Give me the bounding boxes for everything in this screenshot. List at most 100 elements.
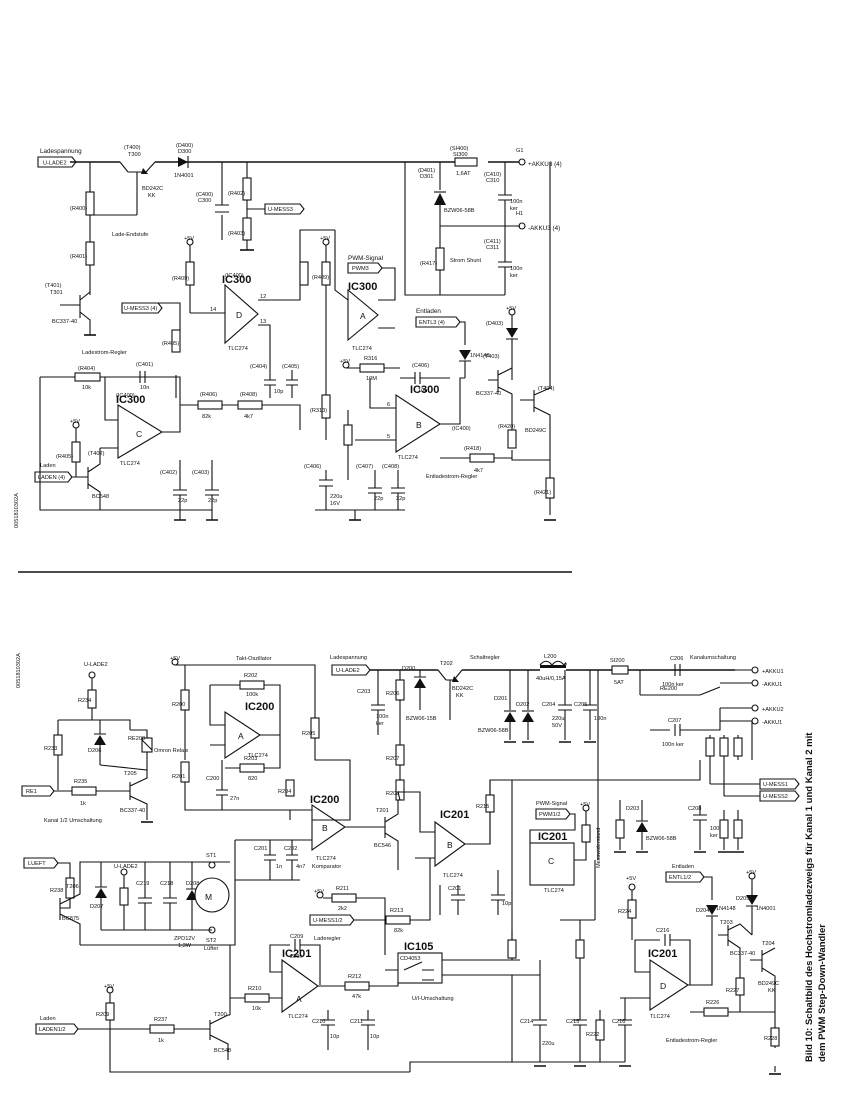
c404-val: 10p (274, 389, 283, 395)
c407-val: 22p (374, 496, 383, 502)
bc546-label: BC546 (374, 843, 391, 849)
akku2-plus: +AKKU2 (762, 707, 784, 713)
bc548-b-label: BC548 (214, 1048, 231, 1054)
u-lade2-port-b: U-LADE2 (336, 668, 360, 674)
messwiderstand-label: Messwiderstand (596, 828, 602, 868)
cd4053-label: CD4053 (400, 956, 421, 962)
r233-label: R233 (44, 746, 57, 752)
c210-label: C210 (312, 1019, 325, 1025)
ic201-b-name: B (447, 840, 453, 850)
r209-label: R209 (96, 1012, 109, 1018)
c402-val: 22p (178, 498, 187, 504)
plus5v-a: +5V (184, 236, 194, 242)
tlc274-f: TLC274 (316, 856, 336, 862)
u-mess2-port: U-MESS2 (763, 794, 788, 800)
ic300-a-title: IC300 (348, 281, 377, 293)
u-lade2-c: U-LADE2 (114, 864, 138, 870)
kanal-umschaltung-label: Kanal 1/2 Umschaltung (44, 818, 102, 824)
ic201-d-name: D (660, 981, 666, 991)
c215-label: C215 (566, 1019, 579, 1025)
c411-val: 100n (510, 266, 522, 272)
r421-label: (R421) (534, 490, 551, 496)
d204-label: D204 (696, 908, 709, 914)
r406-label: (R406) (200, 392, 217, 398)
r205-label: R205 (302, 731, 315, 737)
si200-val: 5AT (614, 680, 624, 686)
c214-val: 220u (542, 1041, 554, 1047)
r237-val: 1k (158, 1038, 164, 1044)
d203-label: D203 (626, 806, 639, 812)
u-mess3-port: U-MESS3 (268, 207, 293, 213)
l200-label: L200 (544, 654, 556, 660)
laden-b-label: Laden (40, 1016, 56, 1022)
schaltregler-label: Schaltregler (470, 655, 500, 661)
r212-val: 47k (352, 994, 361, 1000)
c300-label: C300 (198, 198, 211, 204)
bc875-label: BC875 (62, 916, 79, 922)
c401-label: (C401) (136, 362, 153, 368)
pin14: 14 (210, 307, 216, 313)
opamp-a-name: A (360, 311, 366, 321)
ic200-a-title: IC200 (245, 701, 274, 713)
kk-c-label: KK (768, 988, 776, 994)
c212-label: C201 (448, 886, 461, 892)
t400-label: (T400) (124, 145, 141, 151)
c202-label: C202 (284, 846, 297, 852)
r238-label: R238 (50, 888, 63, 894)
c211b-label: C216 (656, 928, 669, 934)
c209-label: C209 (290, 934, 303, 940)
pwm-signal-label: PWM-Signal (348, 255, 383, 262)
ic201-d-title: IC201 (648, 948, 677, 960)
r235-label: R235 (74, 779, 87, 785)
plus5v-h: +5V (314, 889, 324, 895)
u-lade2-b: U-LADE2 (84, 662, 108, 668)
r211-label: R211 (336, 886, 349, 892)
si300-label: SI300 (453, 152, 468, 158)
r237-label: R237 (154, 1017, 167, 1023)
bzw15-label: BZW06-15B (406, 716, 437, 722)
r404-val: 10k (82, 385, 91, 391)
bd249-b-label: BD249C (758, 981, 779, 987)
l200-val: 40uH/0,15A (536, 676, 566, 682)
ic201-b-title: IC201 (440, 809, 469, 821)
plus5v-f: +5V (170, 656, 180, 662)
c406-top-val: 10n (418, 388, 427, 394)
c410-ker: ker (510, 206, 518, 212)
kk-label: KK (148, 193, 156, 199)
akku3-plus-label: +AKKU3 (4) (528, 161, 562, 168)
lade-endstufe-label: Lade-Endstufe (112, 232, 148, 238)
r215-label: R215 (476, 804, 489, 810)
d201-label: D201 (494, 696, 507, 702)
omron-relais-label: Omron Relais (154, 748, 188, 754)
si-val-label: 1,6AT (456, 171, 471, 177)
t404-label: (T404) (538, 386, 555, 392)
r210-label: R210 (248, 986, 261, 992)
uim-umschaltung-label: U/I-Umschaltung (412, 996, 454, 1002)
pin12: 12 (260, 294, 266, 300)
c211-label: C211 (350, 1019, 363, 1025)
r405-label: (R405) (56, 454, 73, 460)
ic300-c-title: IC300 (116, 394, 145, 406)
laden4-port: LADEN (4) (38, 475, 65, 481)
tlc274-i: TLC274 (288, 1014, 308, 1020)
r406-val: 82k (202, 414, 211, 420)
r313-label: (R313) (310, 408, 327, 414)
c206-ker: ker (676, 682, 684, 688)
t203-label: T203 (720, 920, 733, 926)
u-lade2-port: U-LADE2 (43, 161, 67, 167)
c203-ker: ker (376, 721, 384, 727)
c208-val: 100n (710, 826, 722, 832)
pwm3-port: PWM3 (352, 266, 369, 272)
t402-label: (T402) (88, 451, 105, 457)
c403-label: (C403) (192, 470, 209, 476)
bc337-c-label: BC337-40 (730, 951, 755, 957)
u-mess1-port: U-MESS1 (763, 782, 788, 788)
laderegler-label: Laderegler (314, 936, 341, 942)
zpd-power: 1,3W (178, 943, 192, 949)
bd242-label: BD242C (142, 186, 163, 192)
t204-label: T204 (762, 941, 775, 947)
opamp-c-name: C (136, 429, 142, 439)
entl12-port: ENTL1/2 (669, 875, 691, 881)
r403-label: (R403) (228, 231, 245, 237)
